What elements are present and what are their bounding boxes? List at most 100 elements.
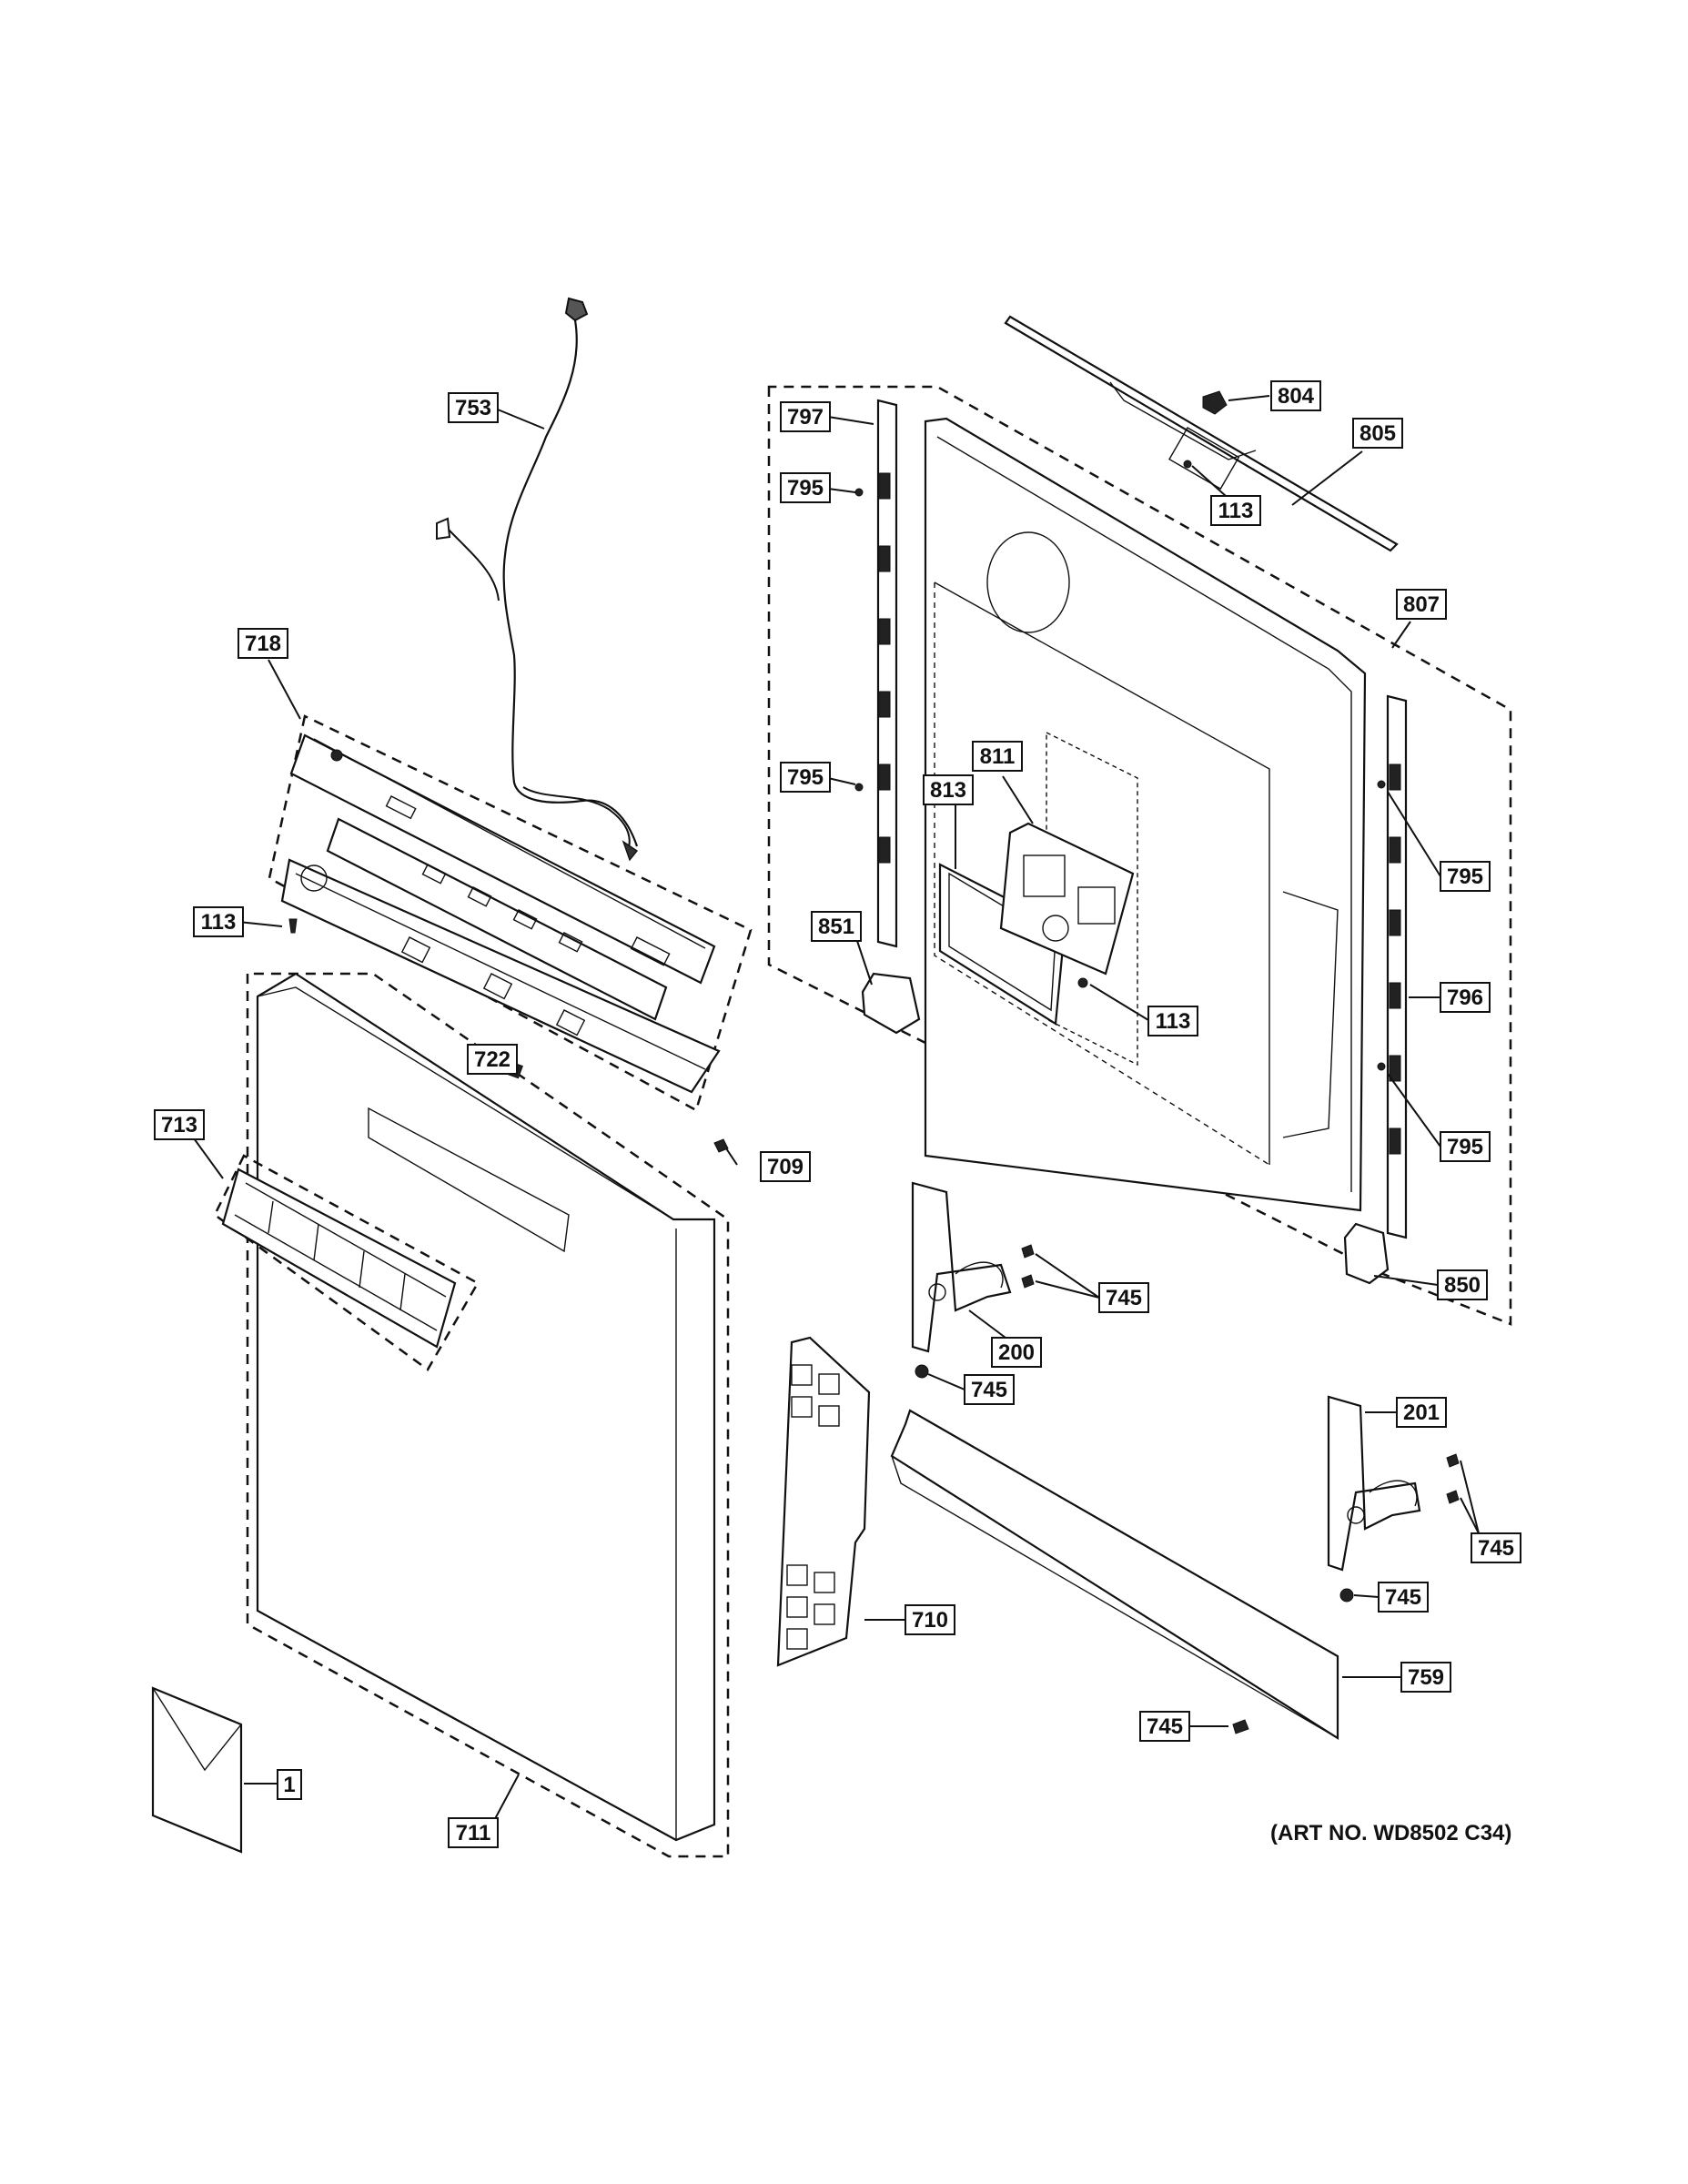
callout-113-left: 113 <box>193 906 244 937</box>
screw-745-e-part <box>1232 1719 1249 1734</box>
callout-box <box>1396 589 1447 620</box>
callout-box <box>1270 380 1321 411</box>
callout-box <box>448 1817 499 1848</box>
callout-number: 813 <box>930 778 966 803</box>
callout-753: 753 <box>448 392 499 423</box>
screw-795-d-part <box>1377 1062 1386 1071</box>
callout-box <box>193 906 244 937</box>
callout-number: 795 <box>787 765 824 790</box>
callout-box <box>780 401 831 432</box>
callout-759: 759 <box>1400 1662 1451 1693</box>
callout-box <box>467 1044 518 1075</box>
callout-box <box>1400 1662 1451 1693</box>
callout-box <box>1098 1282 1149 1313</box>
callout-200: 200 <box>991 1337 1042 1368</box>
callout-number: 113 <box>1156 1009 1191 1034</box>
screw-745-a1-part <box>1021 1244 1035 1259</box>
callout-722: 722 <box>467 1044 518 1075</box>
insulation-block-710-part <box>776 1336 871 1667</box>
callout-box <box>1440 982 1491 1013</box>
screw-113-top-part <box>1183 460 1192 469</box>
screw-745-b-part <box>915 1364 929 1379</box>
callout-number: 805 <box>1359 421 1396 446</box>
kickplate-759-part <box>890 1409 1339 1740</box>
callout-box <box>905 1604 955 1635</box>
callout-number: 850 <box>1444 1273 1481 1298</box>
callout-box <box>991 1337 1042 1368</box>
callout-number: 795 <box>1447 864 1483 889</box>
callout-745-d: 745 <box>1378 1582 1429 1613</box>
control-panel-part <box>280 733 721 1094</box>
callout-number: 745 <box>1478 1536 1514 1561</box>
callout-1: 1 <box>277 1769 302 1800</box>
callout-box <box>1378 1582 1429 1613</box>
callout-number: 200 <box>998 1340 1035 1365</box>
left-bracket-851-part <box>861 972 921 1035</box>
callout-number: 795 <box>787 476 824 500</box>
screw-745-c1-part <box>1446 1453 1460 1468</box>
callout-201: 201 <box>1396 1397 1447 1428</box>
callout-number: 797 <box>787 405 824 430</box>
screw-795-a-part <box>854 488 864 497</box>
callout-box <box>1352 418 1403 449</box>
callout-number: 709 <box>767 1155 804 1179</box>
callout-box <box>1440 861 1491 892</box>
callout-box <box>448 392 499 423</box>
leader-lines <box>181 395 1480 1830</box>
screw-795-c-part <box>1377 780 1386 789</box>
callout-number: 753 <box>455 396 491 420</box>
callout-804: 804 <box>1270 380 1321 411</box>
callout-718: 718 <box>238 628 288 659</box>
callout-795-d: 795 <box>1440 1131 1491 1162</box>
callout-number: 713 <box>161 1113 197 1138</box>
control-panel-group-outline <box>268 714 753 1112</box>
callout-850: 850 <box>1437 1269 1488 1300</box>
callout-number: 1 <box>283 1773 295 1797</box>
callout-number: 201 <box>1403 1400 1440 1425</box>
callout-713: 713 <box>154 1109 205 1140</box>
hinge-201-part <box>1327 1395 1421 1572</box>
callout-851: 851 <box>811 911 862 942</box>
callout-box <box>780 472 831 503</box>
callout-813: 813 <box>923 774 974 805</box>
callout-797: 797 <box>780 401 831 432</box>
callout-box <box>1471 1532 1521 1563</box>
callout-745-a: 745 <box>1098 1282 1149 1313</box>
callout-811: 811 <box>972 741 1023 772</box>
handle-group-outline <box>213 1154 480 1371</box>
inner-door-tub-part <box>924 417 1367 1212</box>
callout-795-c: 795 <box>1440 861 1491 892</box>
dispenser-part <box>999 822 1135 976</box>
screw-795-b-part <box>854 783 864 792</box>
callout-box <box>1139 1711 1190 1742</box>
callout-795-b: 795 <box>780 762 831 793</box>
callout-number: 745 <box>1385 1585 1421 1610</box>
callout-box <box>238 628 288 659</box>
callout-box <box>1147 1006 1198 1036</box>
callout-box <box>277 1769 302 1800</box>
screw-709-part <box>713 1138 729 1153</box>
callout-box <box>760 1151 811 1182</box>
callout-number: 804 <box>1278 384 1315 409</box>
callout-box <box>780 762 831 793</box>
callout-number: 795 <box>1447 1135 1483 1159</box>
callout-113-top: 113 <box>1210 495 1261 526</box>
right-bracket-850-part <box>1343 1222 1390 1285</box>
callout-711: 711 <box>448 1817 499 1848</box>
callout-number: 745 <box>971 1378 1007 1402</box>
callout-807: 807 <box>1396 589 1447 620</box>
handle-part <box>221 1168 457 1349</box>
outer-door-panel-part <box>256 972 716 1842</box>
screw-113-mid-part <box>1077 977 1088 988</box>
callout-number: 710 <box>912 1608 948 1633</box>
callout-number: 811 <box>980 744 1016 769</box>
callout-box <box>154 1109 205 1140</box>
screw-113-left-part <box>288 918 298 934</box>
callout-labels: 753 718 113 722 713 709 1 711 797 795 795 804 805 113… <box>154 380 1521 1848</box>
callout-box <box>972 741 1023 772</box>
callout-box <box>1440 1131 1491 1162</box>
callout-745-b: 745 <box>964 1374 1015 1405</box>
callout-number: 718 <box>245 632 281 656</box>
callout-box <box>1210 495 1261 526</box>
